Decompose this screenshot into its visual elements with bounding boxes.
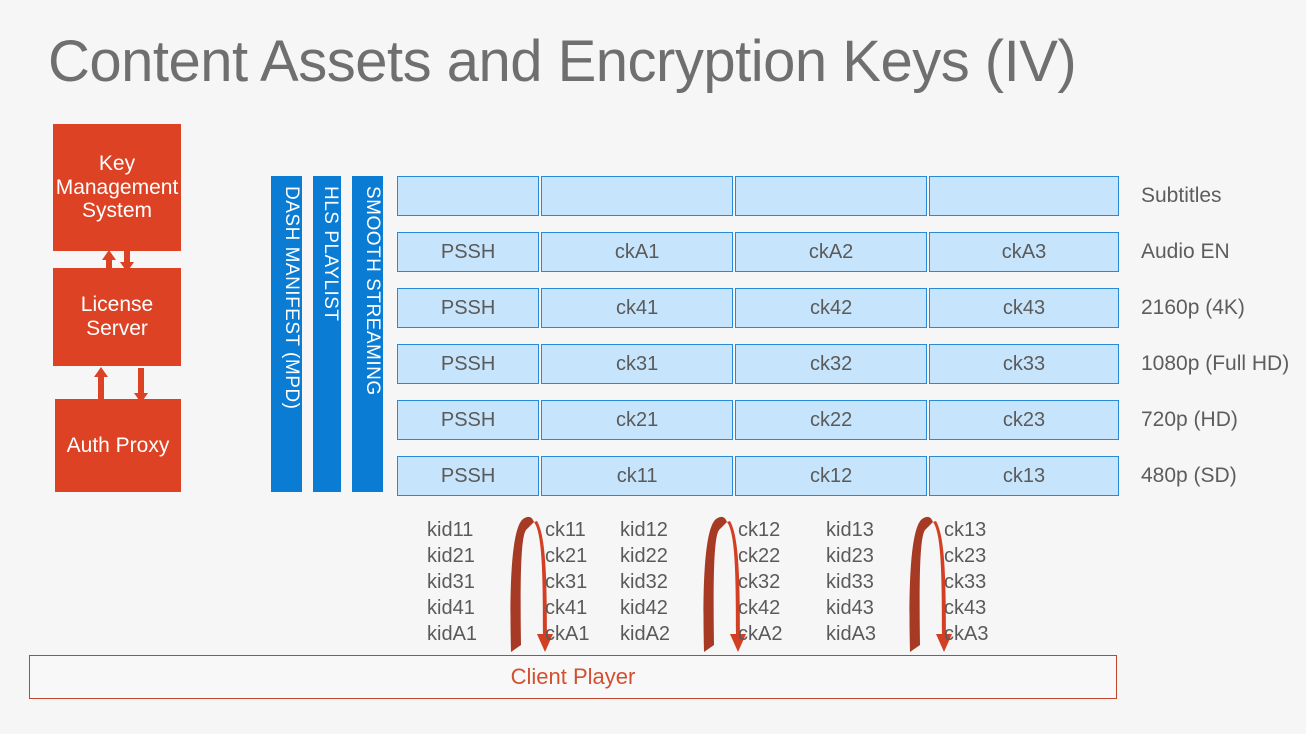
page-title: Content Assets and Encryption Keys (IV): [48, 29, 1077, 94]
asset-cell[interactable]: PSSH: [397, 400, 540, 440]
ck-item: ck13: [944, 519, 987, 541]
ck-item: ck43: [944, 597, 987, 619]
row-label: Audio EN: [1141, 240, 1230, 263]
asset-cell[interactable]: ck11: [541, 456, 734, 496]
asset-cell[interactable]: ck33: [929, 344, 1119, 384]
license-server-label: License Server: [80, 293, 154, 340]
ck-item: ck31: [545, 571, 588, 593]
arrow-up-icon: [98, 376, 104, 402]
manifest-bar-dash-label: DASH MANIFEST (MPD): [281, 186, 302, 410]
kid-item: kid11: [427, 519, 474, 541]
key-management-system-box[interactable]: Key Management System: [53, 124, 181, 251]
kid-item: kid13: [826, 519, 874, 541]
manifest-bar-smooth-label: SMOOTH STREAMING: [362, 186, 383, 396]
asset-cell[interactable]: [929, 176, 1119, 216]
kid-column: kid12 kid22 kid32 kid42 kidA2: [620, 517, 670, 647]
kid-item: kidA1: [427, 623, 478, 645]
arch-arrow-down-icon: [510, 516, 553, 652]
ck-item: ck23: [944, 545, 987, 567]
asset-cell[interactable]: PSSH: [397, 288, 540, 328]
ck-item: ck32: [738, 571, 781, 593]
row-label: 1080p (Full HD): [1141, 352, 1290, 375]
kid-item: kidA2: [620, 623, 671, 645]
asset-cell[interactable]: ck32: [735, 344, 928, 384]
auth-proxy-box[interactable]: Auth Proxy: [55, 399, 181, 492]
kid-item: kid33: [826, 571, 874, 593]
table-row: PSSH ck31 ck32 ck33: [397, 344, 1119, 384]
ck-item: ck42: [738, 597, 781, 619]
kid-item: kid32: [620, 571, 668, 593]
kid-item: kid23: [826, 545, 874, 567]
arrow-down-icon: [124, 250, 130, 263]
asset-cell[interactable]: [397, 176, 540, 216]
kid-item: kid41: [427, 597, 475, 619]
ck-item: ck11: [545, 519, 586, 541]
ck-item: ckA2: [738, 623, 783, 645]
ck-item: ckA3: [944, 623, 989, 645]
asset-cell[interactable]: PSSH: [397, 232, 540, 272]
kid-item: kidA3: [826, 623, 877, 645]
manifest-bar-dash[interactable]: DASH MANIFEST (MPD): [271, 176, 302, 492]
asset-cell[interactable]: ck12: [735, 456, 928, 496]
table-row: PSSH ckA1 ckA2 ckA3: [397, 232, 1119, 272]
table-row: [397, 176, 1119, 216]
ck-item: ck22: [738, 545, 781, 567]
client-player-label: Client Player: [510, 664, 636, 689]
kid-item: kid31: [427, 571, 475, 593]
table-row: PSSH ck11 ck12 ck13: [397, 456, 1119, 496]
asset-cell[interactable]: ck13: [929, 456, 1119, 496]
asset-cell[interactable]: ckA3: [929, 232, 1119, 272]
manifest-bar-hls[interactable]: HLS PLAYLIST: [313, 176, 341, 492]
row-label-column: Subtitles Audio EN 2160p (4K) 1080p (Ful…: [1141, 176, 1289, 512]
client-player-box[interactable]: Client Player: [29, 655, 1117, 699]
auth-proxy-label: Auth Proxy: [66, 433, 170, 457]
manifest-bar-smooth[interactable]: SMOOTH STREAMING: [352, 176, 383, 492]
asset-cell[interactable]: PSSH: [397, 456, 540, 496]
ck-item: ck33: [944, 571, 987, 593]
asset-cell[interactable]: ck21: [541, 400, 734, 440]
arrow-up-icon: [106, 259, 112, 271]
kid-item: kid22: [620, 545, 668, 567]
arrow-down-icon: [138, 368, 144, 394]
ck-item: ckA1: [545, 623, 590, 645]
key-group: kid11 kid21 kid31 kid41 kidA1 ck11 ck21 …: [427, 516, 627, 652]
arch-arrow-down-icon: [909, 516, 952, 652]
ck-column: ck12 ck22 ck32 ck42 ckA2: [738, 517, 782, 647]
asset-cell[interactable]: PSSH: [397, 344, 540, 384]
asset-cell[interactable]: ck31: [541, 344, 734, 384]
asset-cell[interactable]: ck23: [929, 400, 1119, 440]
key-group: kid13 kid23 kid33 kid43 kidA3 ck13 ck23 …: [826, 516, 1026, 652]
asset-cell[interactable]: [735, 176, 928, 216]
row-label: 2160p (4K): [1141, 296, 1245, 319]
ck-item: ck21: [545, 545, 588, 567]
row-label: 720p (HD): [1141, 408, 1238, 431]
asset-cell[interactable]: ck43: [929, 288, 1119, 328]
table-row: PSSH ck41 ck42 ck43: [397, 288, 1119, 328]
asset-cell[interactable]: ckA2: [735, 232, 928, 272]
asset-cell[interactable]: ck41: [541, 288, 734, 328]
ck-column: ck11 ck21 ck31 ck41 ckA1: [545, 517, 589, 647]
asset-grid: PSSH ckA1 ckA2 ckA3 PSSH ck41 ck42 ck43 …: [397, 176, 1119, 512]
asset-cell[interactable]: ck42: [735, 288, 928, 328]
key-group: kid12 kid22 kid32 kid42 kidA2 ck12 ck22 …: [620, 516, 820, 652]
asset-cell[interactable]: [541, 176, 734, 216]
kid-column: kid11 kid21 kid31 kid41 kidA1: [427, 517, 477, 647]
license-server-box[interactable]: License Server: [53, 268, 181, 366]
ck-item: ck41: [545, 597, 588, 619]
table-row: PSSH ck21 ck22 ck23: [397, 400, 1119, 440]
kid-item: kid12: [620, 519, 668, 541]
asset-cell[interactable]: ckA1: [541, 232, 734, 272]
row-label: Subtitles: [1141, 184, 1222, 207]
ck-item: ck12: [738, 519, 781, 541]
kid-item: kid21: [427, 545, 475, 567]
manifest-bar-hls-label: HLS PLAYLIST: [320, 186, 341, 322]
row-label: 480p (SD): [1141, 464, 1237, 487]
arch-arrow-down-icon: [703, 516, 746, 652]
kid-column: kid13 kid23 kid33 kid43 kidA3: [826, 517, 876, 647]
kms-label: Key Management System: [55, 152, 179, 223]
kid-item: kid43: [826, 597, 874, 619]
ck-column: ck13 ck23 ck33 ck43 ckA3: [944, 517, 988, 647]
asset-cell[interactable]: ck22: [735, 400, 928, 440]
kid-item: kid42: [620, 597, 668, 619]
